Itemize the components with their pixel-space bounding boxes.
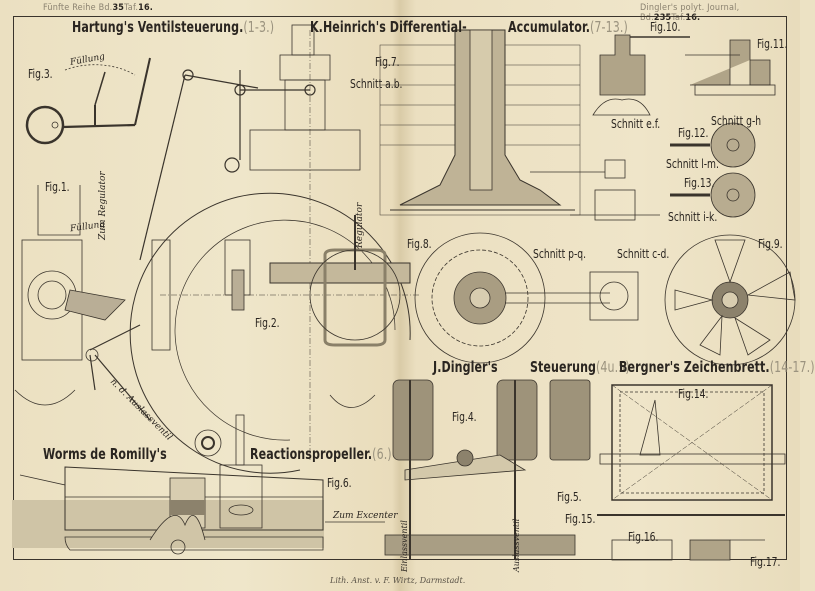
section-title-steuerung: Steuerung(4u.5) (530, 358, 630, 376)
series-label: Fünfte Reihe Bd. (43, 3, 113, 13)
fig10-valve (592, 34, 690, 116)
zum-excenter-annotation: Zum Excenter (333, 511, 398, 521)
volume-number: 235 (653, 13, 672, 23)
fig-9-label: Fig.9. (758, 237, 783, 251)
fig-15-label: Fig.15. (565, 512, 596, 526)
plate-frame (13, 16, 787, 560)
flywheel-drawing (129, 30, 420, 474)
schnitt-ab-label: Schnitt a.b. (350, 77, 403, 91)
schnitt-ef-label: Schnitt e.f. (611, 117, 661, 131)
section-title-accumulator: Accumulator.(7-13.) (508, 18, 628, 36)
fig7-accumulator (379, 29, 581, 216)
fig16-17-details (611, 539, 765, 561)
fig-1-label: Fig.1. (45, 180, 70, 194)
fig-8-label: Fig.8. (407, 237, 432, 251)
fig-14-label: Fig.14. (678, 387, 709, 401)
fig-10-label: Fig.10. (650, 20, 681, 34)
fig-2-label: Fig.2. (255, 316, 280, 330)
fig-5-label: Fig.5. (557, 490, 582, 504)
fig12-13-valves (670, 122, 756, 218)
fig6-reaction-propeller (12, 414, 385, 555)
section-title-propeller: Reactionspropeller.(6.) (250, 445, 392, 463)
fig11-valve (685, 39, 776, 96)
schnitt-gh-label: Schnitt g-h (711, 114, 762, 128)
section-title-heinrich: K.Heinrich's Differential- (310, 18, 467, 36)
section-title-romilly: Worms de Romilly's (43, 445, 167, 463)
fig-17-label: Fig.17. (750, 555, 781, 569)
auslassventil-annotation: Auslassventil (512, 518, 521, 572)
section-title-dingler: J.Dingler's (433, 358, 498, 376)
einlassventil-annotation: Einlassventil (400, 520, 409, 572)
journal-label: Dingler's polyt. Journal, Bd. (640, 3, 740, 23)
header-right: Dingler's polyt. Journal, Bd.235Taf.16. (640, 3, 800, 23)
regulator-annotation: Regulator (355, 202, 365, 248)
fig-7-label: Fig.7. (375, 55, 400, 69)
plate-number: 16. (138, 3, 154, 13)
fig1-valve-gear (14, 185, 376, 421)
fig4-5-valves (384, 379, 591, 560)
fig-16-label: Fig.16. (628, 530, 659, 544)
zum-regulator-annotation: Zum Regulator (98, 171, 108, 240)
fig-13-label: Fig.13. (684, 176, 715, 190)
section-title-hartung: Hartung's Ventilsteuerung.(1-3.) (72, 18, 275, 36)
fig-11-label: Fig.11. (757, 37, 788, 51)
fig-4-label: Fig.4. (452, 410, 477, 424)
fig2-valve-chest (224, 215, 411, 347)
schnitt-cd-label: Schnitt c-d. (617, 247, 670, 261)
section-title-bergner: Bergner's Zeichenbrett.(14-17.) (619, 358, 815, 376)
plate-prefix: Taf. (124, 3, 139, 13)
fig14-drawing-board (597, 384, 786, 516)
fig-12-label: Fig.12. (678, 126, 709, 140)
fig9-plan (664, 234, 796, 366)
schnitt-pq-label: Schnitt p-q. (533, 247, 587, 261)
plate-prefix: Taf. (671, 13, 686, 23)
linkage-rods (139, 69, 316, 261)
header-left: Fünfte Reihe Bd.35Taf.16. (43, 3, 153, 13)
pump-stand (530, 159, 660, 221)
lithographer-imprint: Lith. Anst. v. F. Wirtz, Darmstadt. (330, 576, 466, 585)
fig-6-label: Fig.6. (327, 476, 352, 490)
fig8-plan (414, 232, 639, 364)
volume-number: 35 (112, 3, 125, 13)
plate-number: 16. (685, 13, 701, 23)
fig-3-label: Fig.3. (28, 67, 53, 81)
engine-column (249, 24, 361, 171)
schnitt-ik-label: Schnitt i-k. (668, 210, 718, 224)
fig3-diagram (25, 57, 151, 145)
schnitt-lm-label: Schnitt l-m. (666, 157, 719, 171)
